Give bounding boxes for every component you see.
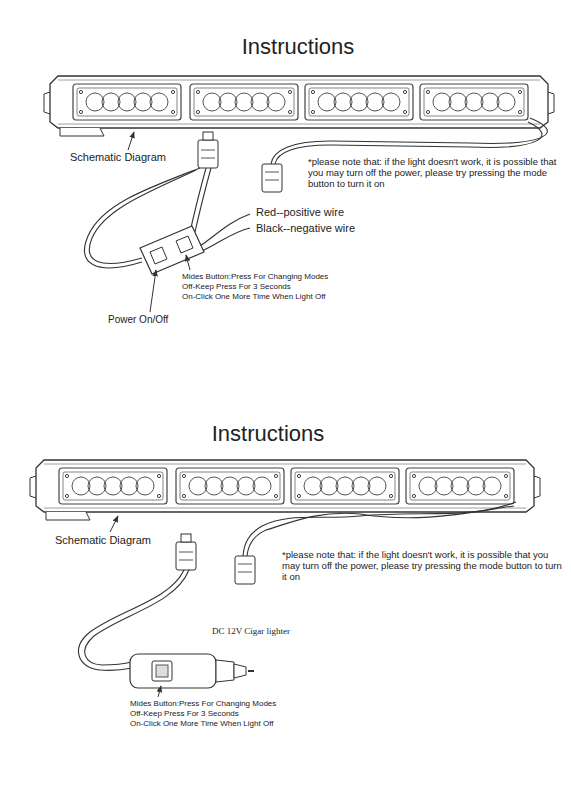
button-note: Off-Keep Press For 3 Seconds [130, 709, 239, 718]
button-note: Off-Keep Press For 3 Seconds [182, 282, 291, 291]
figure-caption: Schematic Diagram [55, 534, 151, 547]
leader-line [128, 132, 134, 150]
leader-line [150, 270, 156, 312]
button-note: On-Click One More Time When Light Off [182, 292, 325, 301]
female-connector [262, 164, 282, 192]
bar-cable [243, 502, 516, 556]
note-text: *please note that: if the light doesn't … [308, 157, 566, 190]
panel-top [44, 76, 554, 312]
male-plug [201, 150, 215, 151]
cigar-lighter-plug [130, 654, 254, 688]
female-connector [262, 164, 282, 192]
light-bar [30, 460, 540, 520]
leader-line [186, 255, 190, 270]
switch-box [150, 247, 167, 264]
male-plug [198, 140, 218, 168]
switch-box [140, 226, 204, 274]
leader-line [110, 516, 118, 532]
female-connector [265, 180, 279, 181]
power-cable [85, 570, 189, 665]
male-plug [179, 552, 193, 553]
figure-caption: Schematic Diagram [70, 151, 166, 164]
male-plug [198, 132, 218, 168]
female-connector [265, 172, 279, 173]
male-plug [203, 132, 213, 140]
cigar-lighter-plug [248, 670, 254, 672]
male-plug [179, 560, 193, 561]
cigar-lighter-plug [216, 660, 234, 682]
switch-box [140, 226, 204, 274]
cigar-lighter-plug [234, 664, 246, 678]
button-note: Mides Button:Press For Changing Modes [130, 699, 276, 708]
button-note: Mides Button:Press For Changing Modes [182, 272, 328, 281]
button-note: On-Click One More Time When Light Off [130, 719, 273, 728]
male-plug [176, 534, 196, 570]
power-cable [200, 228, 250, 252]
cigar-lighter-plug [152, 661, 172, 681]
female-connector [238, 572, 252, 573]
power-cable [195, 168, 211, 232]
female-connector [235, 556, 255, 584]
switch-label: Power On/Off [108, 314, 168, 326]
page-title: Instructions [212, 421, 325, 446]
wire-label: Black--negative wire [256, 222, 355, 235]
leader-line [158, 686, 161, 697]
wire-label: Red--positive wire [256, 206, 344, 219]
cigar-lighter-plug [130, 654, 216, 688]
female-connector [235, 556, 255, 584]
male-plug [176, 542, 196, 570]
bar-cable [243, 502, 516, 556]
male-plug [181, 534, 191, 542]
bar-cable [247, 506, 514, 556]
note-text: *please note that: if the light doesn't … [282, 550, 566, 583]
switch-box [176, 236, 193, 253]
male-plug [201, 158, 215, 159]
plug-label: DC 12V Cigar lighter [212, 626, 290, 636]
page-title: Instructions [242, 34, 355, 59]
power-cable [190, 168, 206, 232]
light-bar [44, 76, 554, 136]
female-connector [238, 564, 252, 565]
cigar-lighter-plug [156, 665, 168, 677]
